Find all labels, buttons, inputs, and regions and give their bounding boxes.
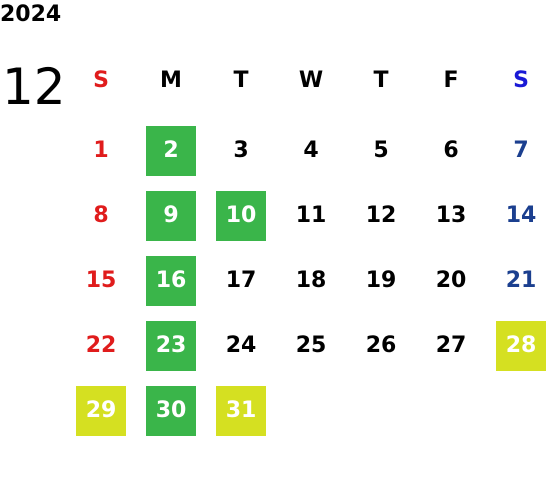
day-cell[interactable]: 2 xyxy=(146,126,196,176)
year-label: 2024 xyxy=(0,2,62,27)
day-cell[interactable]: 12 xyxy=(365,203,397,228)
day-cell[interactable]: 18 xyxy=(295,268,327,293)
day-cell[interactable]: 3 xyxy=(233,138,249,163)
weekday-sunday: S xyxy=(93,68,109,93)
day-cell[interactable]: 19 xyxy=(365,268,397,293)
day-cell[interactable]: 1 xyxy=(93,138,109,163)
weekday-saturday: S xyxy=(513,68,529,93)
day-cell[interactable]: 29 xyxy=(76,386,126,436)
day-cell[interactable]: 24 xyxy=(225,333,257,358)
weekday-tuesday: T xyxy=(233,68,249,93)
weekday-friday: F xyxy=(443,68,459,93)
day-cell[interactable]: 22 xyxy=(85,333,117,358)
day-cell[interactable]: 31 xyxy=(216,386,266,436)
day-cell[interactable]: 21 xyxy=(505,268,537,293)
day-cell[interactable]: 11 xyxy=(295,203,327,228)
day-cell[interactable]: 26 xyxy=(365,333,397,358)
day-cell[interactable]: 17 xyxy=(225,268,257,293)
day-cell[interactable]: 8 xyxy=(93,203,109,228)
day-cell[interactable]: 13 xyxy=(435,203,467,228)
day-cell[interactable]: 6 xyxy=(443,138,459,163)
day-cell[interactable]: 16 xyxy=(146,256,196,306)
weekday-wednesday: W xyxy=(298,68,324,93)
day-cell[interactable]: 28 xyxy=(496,321,546,371)
day-cell[interactable]: 25 xyxy=(295,333,327,358)
weekday-thursday: T xyxy=(373,68,389,93)
day-cell[interactable]: 7 xyxy=(513,138,529,163)
day-cell[interactable]: 23 xyxy=(146,321,196,371)
month-label: 12 xyxy=(2,58,66,116)
day-cell[interactable]: 14 xyxy=(505,203,537,228)
day-cell[interactable]: 10 xyxy=(216,191,266,241)
day-cell[interactable]: 27 xyxy=(435,333,467,358)
weekday-monday: M xyxy=(160,68,182,93)
day-cell[interactable]: 5 xyxy=(373,138,389,163)
day-cell[interactable]: 15 xyxy=(85,268,117,293)
day-cell[interactable]: 20 xyxy=(435,268,467,293)
day-cell[interactable]: 30 xyxy=(146,386,196,436)
day-cell[interactable]: 9 xyxy=(146,191,196,241)
day-cell[interactable]: 4 xyxy=(303,138,319,163)
